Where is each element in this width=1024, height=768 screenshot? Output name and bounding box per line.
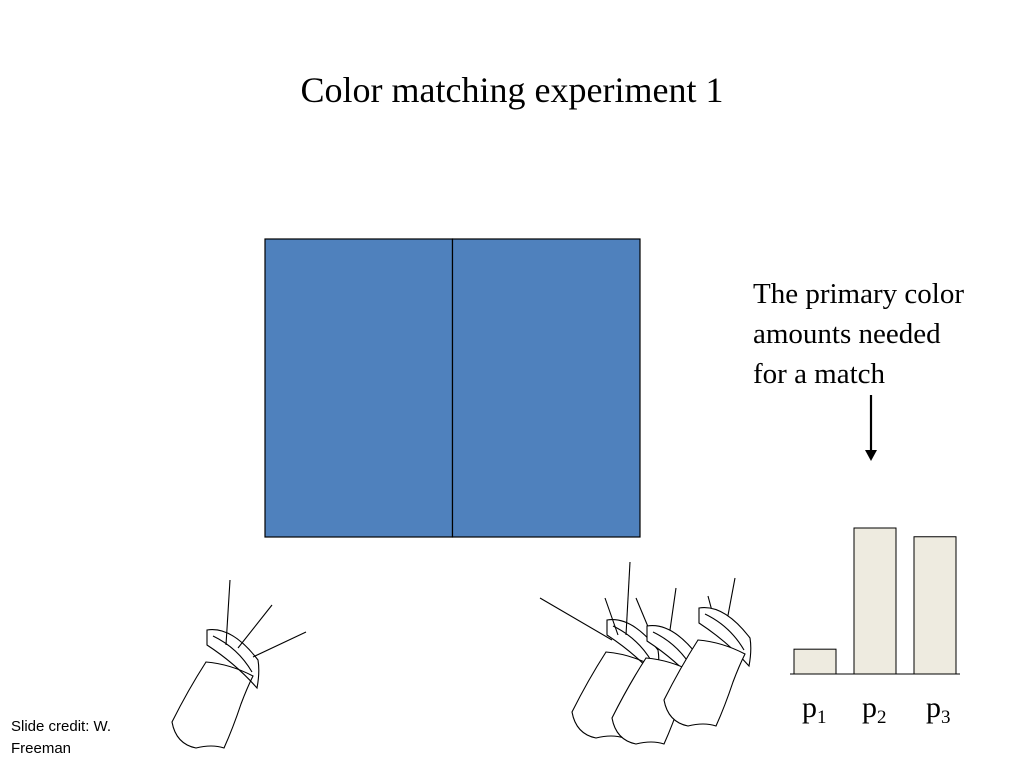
bar-label-p3: p3	[926, 691, 951, 728]
test-light-half	[264, 238, 454, 538]
credit-line: Slide credit: W.	[11, 718, 112, 735]
bar-label-p1: p1	[802, 691, 827, 728]
bar-p1	[793, 648, 837, 675]
bar-label-p2: p2	[862, 691, 887, 728]
color-matching-field	[264, 238, 641, 538]
bar-p2	[853, 527, 897, 675]
caption: The primary color amounts needed for a m…	[753, 274, 1018, 394]
flashlight-icon	[171, 579, 307, 749]
slide-title: Color matching experiment 1	[300, 70, 724, 110]
down-arrow-icon	[865, 395, 877, 461]
primary-amount-bars	[793, 527, 957, 675]
caption-line: The primary color	[753, 278, 964, 310]
flashlight-icon	[663, 577, 752, 727]
matching-light-half	[451, 238, 641, 538]
caption-line: amounts needed	[753, 318, 941, 350]
credit-line: Freeman	[11, 740, 72, 757]
caption-line: for a match	[753, 358, 886, 390]
bar-p3	[913, 536, 957, 675]
slide-credit: Slide credit: W. Freeman	[11, 716, 111, 760]
